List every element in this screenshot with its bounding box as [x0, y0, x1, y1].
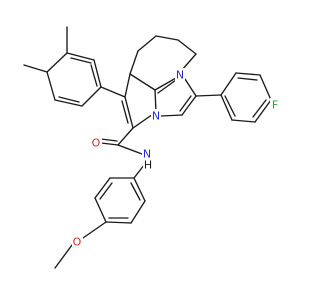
- bond-ring-dimethylphenyl-double-8: [90, 64, 98, 87]
- bond-ring-fluorophenyl-33: [254, 99, 272, 123]
- bond-carbonyl-double-41: [100, 138, 118, 142]
- bond-ring-fluorophenyl-34: [231, 119, 256, 123]
- bond-ring-dimethylphenyl-4: [81, 86, 102, 107]
- bond-ring-imidazole-double-28: [179, 95, 192, 112]
- bond-ring-fluorophenyl-32: [259, 74, 272, 101]
- atom-label-o-carbonyl: O: [92, 137, 101, 150]
- atom-label-h-amide: H: [144, 159, 152, 172]
- bond-aryl-link-11: [100, 86, 126, 98]
- bond-ring-azepine-20: [155, 35, 179, 41]
- bond-ring-methoxyphenyl-double-52: [130, 182, 141, 201]
- bond-ring-pyrrole-double-17: [121, 100, 129, 124]
- bond-ring-fluorophenyl-double-37: [252, 99, 267, 118]
- bond-ring-dimethylphenyl-3: [54, 99, 83, 107]
- atom-n-amide: N H: [142, 147, 153, 172]
- atom-label-n-ring-top: N: [176, 69, 184, 82]
- bond-ring-imidazole-25: [181, 95, 197, 116]
- bond-methoxy-54: [54, 244, 73, 269]
- bond-ring-pyrrole-16: [124, 96, 134, 129]
- bond-ring-dimethylphenyl-2: [46, 71, 56, 101]
- bond-ring-imidazole-double-27: [157, 79, 177, 94]
- bond-ring-methoxyphenyl-46: [94, 197, 107, 223]
- bond-ring-dimethylphenyl-5: [93, 59, 102, 88]
- bond-amide-39: [117, 127, 134, 146]
- bond-ring-methoxyphenyl-47: [105, 221, 132, 224]
- atom-label-n-amide: N: [143, 148, 151, 161]
- atom-label-layer: N N O N H F O: [72, 68, 280, 249]
- molecule-diagram: N N O N H F O: [23, 26, 280, 269]
- atom-label-o-methoxy: O: [73, 236, 82, 249]
- atom-o-carbonyl: O: [91, 136, 102, 150]
- bond-ring-azepine-23: [154, 77, 177, 91]
- atom-label-n-ring-bottom: N: [152, 110, 160, 123]
- bond-ring-methoxyphenyl-45: [94, 177, 111, 199]
- bond-ring-fluorophenyl-30: [220, 72, 237, 96]
- bond-layer: [23, 26, 272, 269]
- bond-ring-pyrrole-13: [129, 73, 156, 91]
- bond-methyl-10: [23, 64, 48, 73]
- atom-f-para: F: [270, 98, 280, 112]
- bond-ring-azepine-21: [177, 39, 197, 55]
- bond-ring-fluorophenyl-double-38: [224, 95, 236, 117]
- bond-ring-azepine-19: [137, 35, 157, 52]
- bond-amide-42: [117, 144, 143, 155]
- bond-ring-fluorophenyl-35: [220, 94, 233, 121]
- bond-ring-fluorophenyl-31: [235, 72, 261, 76]
- bond-ring-azepine-22: [181, 53, 197, 71]
- bond-ring-pyrrole-12: [124, 73, 131, 98]
- bond-ring-azepine-18: [129, 50, 139, 75]
- atom-n-ring-top: N: [175, 68, 185, 82]
- bond-ring-fluorophenyl-double-36: [237, 77, 258, 81]
- bond-aryl-link-29: [195, 94, 222, 97]
- bond-carbonyl-double-40: [100, 142, 119, 146]
- bond-ring-dimethylphenyl-1: [46, 52, 68, 73]
- bond-ring-methoxyphenyl-49: [133, 177, 146, 202]
- bond-ring-dimethylphenyl-double-7: [58, 96, 80, 103]
- bond-ring-dimethylphenyl-double-6: [70, 57, 92, 64]
- bond-ring-imidazole-24: [184, 78, 197, 97]
- bond-methoxy-53: [82, 221, 107, 239]
- bond-ring-methoxyphenyl-double-50: [99, 182, 113, 200]
- bond-ring-methoxyphenyl-48: [130, 200, 146, 224]
- bond-ring-pyrrole-14: [154, 89, 157, 113]
- atom-label-f-para: F: [272, 99, 278, 112]
- structure-canvas: N N O N H F O: [23, 26, 280, 269]
- atom-n-ring-bottom: N: [151, 109, 161, 123]
- atom-o-methoxy: O: [72, 235, 83, 249]
- bond-ring-imidazole-26: [160, 114, 183, 117]
- bond-ring-dimethylphenyl-0: [66, 52, 95, 61]
